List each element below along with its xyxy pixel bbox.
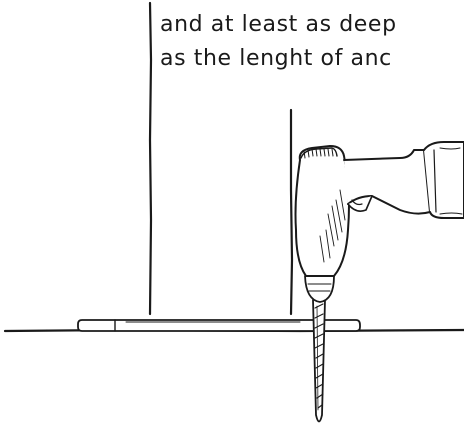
caption-line-1: and at least as deep <box>160 12 397 37</box>
cabinet-side-line-right <box>289 108 294 316</box>
cabinet-side-line-left <box>148 1 153 316</box>
caption-line-2: as the lenght of anc <box>160 46 392 71</box>
drill-bit <box>312 299 326 423</box>
instruction-caption: and at least as deep as the lenght of an… <box>160 8 464 76</box>
floor-shim-plate <box>77 319 361 332</box>
power-drill-icon <box>294 141 464 303</box>
